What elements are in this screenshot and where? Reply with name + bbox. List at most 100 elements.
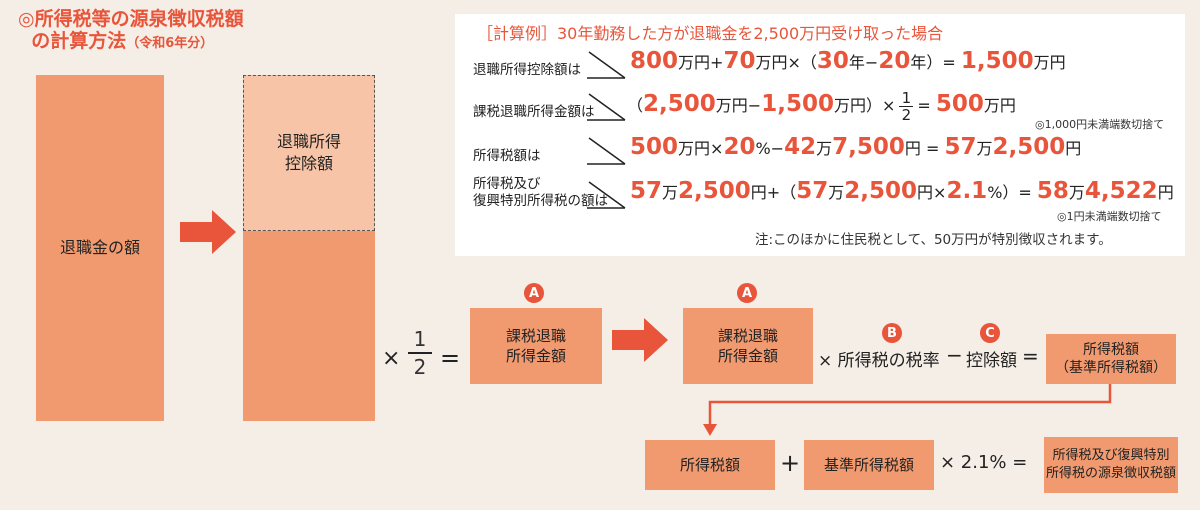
right-arrow-icon [612, 318, 668, 362]
taxable-income-1-line2: 所得金額 [505, 347, 566, 365]
row2-frac-den: 2 [901, 106, 912, 124]
row4-text-1: 万 [662, 183, 679, 202]
row2-value-500: 500 [935, 91, 984, 117]
row4-value-2500b: 2,500 [844, 178, 918, 204]
base-tax-box: 基準所得税額 [804, 440, 934, 490]
row4-text-3: 万 [828, 183, 845, 202]
final-line1: 所得税及び復興特別 [1052, 448, 1170, 464]
row4-label: 所得税及び 復興特別所得税の額は [473, 176, 608, 210]
row2-text-1: （ [627, 96, 644, 115]
right-arrow-icon [180, 210, 236, 254]
final-line2: 所得税の源泉徴収税額 [1045, 466, 1176, 481]
row1-value-20: 20 [878, 48, 911, 74]
row1-value-1500: 1,500 [960, 48, 1034, 74]
row3-value-57: 57 [944, 134, 977, 160]
row1-text-4: 年）= [910, 53, 961, 72]
example-footnote: 注:このほかに住民税として、50万円が特別徴収されます。 [755, 232, 1112, 248]
base-tax-label: 基準所得税額 [823, 455, 914, 474]
times-rate-text: × 2.1% = [940, 452, 1028, 473]
row4-value-rate: 2.1 [946, 178, 988, 204]
badge-c: C [980, 323, 1000, 343]
calculation-example-panel: ［計算例］30年勤務した方が退職金を2,500万円受け取った場合 退職所得控除額… [455, 14, 1185, 256]
row1-label: 退職所得控除額は [473, 62, 581, 78]
example-row-1: 退職所得控除額は 800万円+70万円×（30年−20年）= 1,500万円 [455, 44, 1185, 84]
row2-frac-num: 1 [901, 89, 912, 107]
row1-value-30: 30 [816, 48, 849, 74]
row1-text-5: 万円 [1033, 53, 1066, 72]
badge-a-2: A [737, 283, 757, 303]
remaining-amount-bar [243, 231, 375, 421]
row4-text-5: %）= [987, 183, 1037, 202]
equals-sign-2: = [1022, 344, 1039, 368]
title-line1: ◎所得税等の源泉徴収税額 [18, 8, 244, 30]
slash-line-icon [587, 51, 626, 79]
row2-label: 課税退職所得金額は [473, 104, 595, 120]
equals-sign: = [440, 344, 461, 372]
title-line2: の計算方法（令和6年分） [18, 30, 244, 55]
row3-text-1: 万円× [678, 139, 724, 158]
badge-a-1: A [524, 283, 544, 303]
row1-text-2: 万円×（ [755, 53, 817, 72]
retirement-deduction-box: 退職所得 控除額 [243, 75, 375, 231]
slash-line-icon [587, 137, 626, 165]
deduction-label-line2: 控除額 [284, 154, 333, 173]
plus-sign: + [780, 449, 801, 477]
row3-value-42: 42 [784, 134, 817, 160]
row3-label: 所得税額は [473, 148, 541, 164]
times-sign: × [382, 346, 401, 371]
badge-b: B [882, 323, 902, 343]
row4-value-2500: 2,500 [678, 178, 751, 204]
title-line2-sub: （令和6年分） [126, 36, 214, 51]
row3-equation: 500万円×20%−42万7,500円 = 57万2,500円 [630, 134, 1081, 160]
slash-line-icon [587, 93, 626, 121]
row4-equation: 57万2,500円+（57万2,500円×2.1%）= 58万4,522円 [630, 178, 1174, 204]
row4-value-4522: 4,522 [1084, 178, 1158, 204]
row4-text-7: 円 [1157, 183, 1174, 202]
row1-value-70: 70 [723, 48, 756, 74]
row4-label-line1: 所得税及び [473, 176, 541, 192]
row2-value-1500: 1,500 [761, 91, 834, 117]
taxable-income-2-line1: 課税退職 [717, 326, 778, 345]
row3-text-2: %− [755, 139, 785, 158]
half-numerator: 1 [413, 327, 427, 351]
example-row-3: 所得税額は 500万円×20%−42万7,500円 = 57万2,500円 [455, 130, 1185, 170]
retirement-amount-bar: 退職金の額 [36, 75, 164, 421]
row4-text-6: 万 [1068, 183, 1085, 202]
row3-value-20: 20 [723, 134, 756, 160]
row4-label-line2: 復興特別所得税の額は [473, 193, 608, 209]
row1-text-1: 万円+ [678, 53, 724, 72]
taxable-income-2-line2: 所得金額 [717, 347, 778, 365]
final-withholding-tax-box: 所得税及び復興特別 所得税の源泉徴収税額 [1044, 437, 1178, 493]
row3-value-7500: 7,500 [832, 134, 905, 160]
example-header: ［計算例］30年勤務した方が退職金を2,500万円受け取った場合 [477, 24, 944, 43]
title-line2-main: の計算方法 [31, 30, 127, 52]
row3-text-6: 円 [1065, 139, 1082, 158]
deduction-text: 控除額 [966, 351, 1017, 371]
row2-text-5: 万円 [983, 96, 1016, 115]
row2-text-4: = [917, 96, 936, 115]
row4-value-58: 58 [1036, 178, 1069, 204]
row3-value-2500: 2,500 [992, 134, 1066, 160]
taxable-income-box-2: 課税退職 所得金額 [683, 308, 813, 384]
income-tax-box: 所得税額 [645, 440, 775, 490]
row4-value-57: 57 [630, 178, 663, 204]
row2-text-3: 万円）× [833, 96, 896, 115]
base-tax-line2: （基準所得税額） [1055, 360, 1167, 376]
base-income-tax-box: 所得税額 （基準所得税額） [1046, 334, 1176, 384]
row3-text-5: 万 [976, 139, 993, 158]
row4-text-4: 円× [917, 183, 947, 202]
row3-value-500: 500 [630, 134, 679, 160]
income-tax-label: 所得税額 [679, 455, 740, 474]
diagram-title: ◎所得税等の源泉徴収税額 の計算方法（令和6年分） [18, 8, 244, 55]
half-denominator: 2 [413, 355, 427, 379]
row4-value-57b: 57 [796, 178, 829, 204]
slash-line-icon [587, 181, 626, 209]
row1-text-3: 年− [848, 53, 879, 72]
row1-equation: 800万円+70万円×（30年−20年）= 1,500万円 [630, 48, 1066, 74]
taxable-income-1-line1: 課税退職 [505, 326, 566, 345]
row1-value-800: 800 [630, 48, 679, 74]
row4-text-2: 円+（ [750, 183, 797, 202]
row3-text-3: 万 [816, 139, 833, 158]
